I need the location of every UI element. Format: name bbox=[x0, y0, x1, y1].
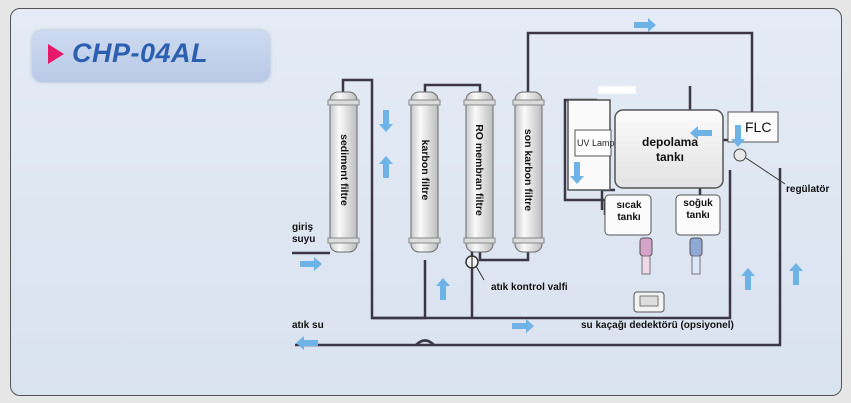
regulator-label: regülatör bbox=[786, 184, 830, 195]
flow-arrows bbox=[296, 18, 803, 350]
flow-arrow-icon bbox=[436, 278, 450, 300]
cold-tank-label: soğuk tankı bbox=[683, 198, 713, 221]
sediment-filter-label: sediment filtre bbox=[338, 134, 350, 206]
pipe-carbon-to-ro bbox=[423, 83, 482, 93]
pipe-sediment-to-carbon bbox=[341, 78, 427, 320]
valve-icon bbox=[465, 255, 485, 281]
drain-line bbox=[295, 168, 782, 347]
pipe-ro-to-post bbox=[478, 250, 530, 262]
flow-arrow-icon bbox=[690, 126, 712, 140]
ro-filter-label: RO membran filtre bbox=[473, 124, 485, 216]
faucet-icon bbox=[639, 237, 653, 275]
flow-arrow-icon bbox=[379, 110, 393, 132]
flow-arrow-icon bbox=[379, 156, 393, 178]
ro-membrane-filter bbox=[463, 91, 496, 253]
pipe-leak-detector bbox=[372, 170, 732, 320]
carbon-filter-label: karbon filtre bbox=[419, 139, 431, 201]
tank-assembly bbox=[567, 85, 786, 236]
uv-lamp-label: UV Lamp bbox=[577, 138, 615, 148]
flow-arrow-icon bbox=[731, 125, 745, 147]
flow-arrow-icon bbox=[296, 336, 318, 350]
flow-arrow-icon bbox=[300, 257, 322, 271]
faucet-icon bbox=[689, 237, 703, 275]
leak-detector bbox=[633, 291, 665, 313]
post-carbon-filter-label: son karbon filtre bbox=[522, 128, 534, 212]
flow-arrow-icon bbox=[741, 268, 755, 290]
inlet-label: giriş suyu bbox=[292, 222, 316, 245]
page-title: CHP-04AL bbox=[72, 38, 209, 68]
storage-tank-label: depolama tankı bbox=[641, 135, 698, 164]
title-tab: CHP-04AL bbox=[32, 30, 270, 82]
flow-arrow-icon bbox=[789, 263, 803, 285]
carbon-filter bbox=[408, 91, 441, 253]
flow-arrow-icon bbox=[570, 162, 584, 184]
filters bbox=[327, 91, 545, 253]
play-triangle-icon bbox=[48, 44, 64, 64]
leak-detector-label: su kaçağı dedektörü (opsiyonel) bbox=[581, 320, 734, 331]
flow-arrow-icon bbox=[512, 319, 534, 333]
flc-label: FLC bbox=[745, 119, 772, 135]
sediment-filter bbox=[327, 91, 360, 253]
post-carbon-filter bbox=[512, 91, 545, 253]
drain-label: atık su bbox=[292, 320, 324, 331]
flow-arrow-icon bbox=[634, 18, 656, 32]
hot-tank-label: sıcak tankı bbox=[616, 200, 642, 223]
pipe-post-to-flc bbox=[526, 31, 754, 112]
drain-valve-label: atık kontrol valfi bbox=[491, 282, 568, 293]
